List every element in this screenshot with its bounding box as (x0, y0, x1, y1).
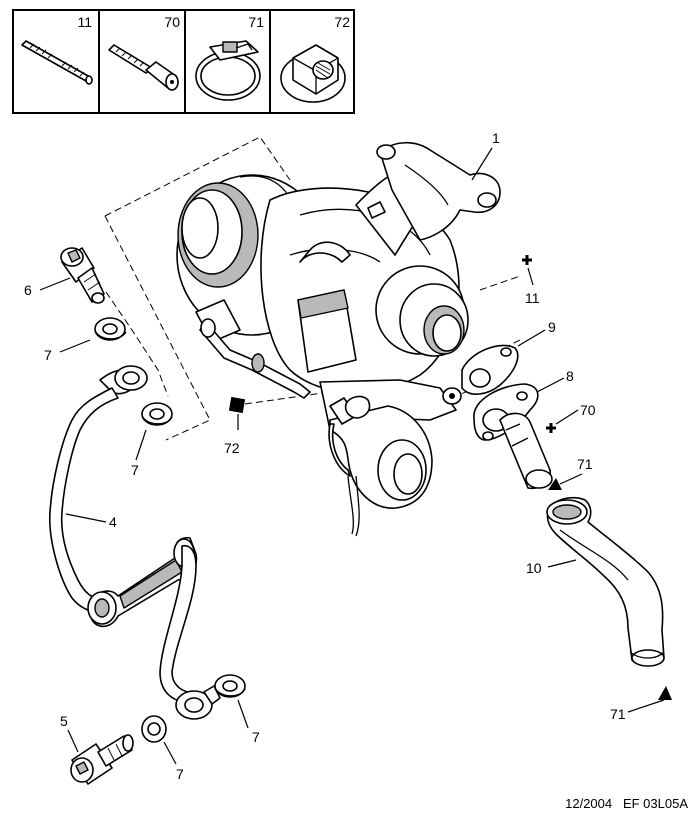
copper-washer-7b (141, 402, 173, 426)
callout-5: 5 (60, 713, 68, 729)
outlet-elbow-pipe (499, 412, 553, 490)
box-label-72: 72 (334, 14, 350, 30)
callout-7-top: 7 (44, 347, 52, 363)
oil-feed-pipe-4 (49, 365, 221, 720)
callout-6: 6 (24, 282, 32, 298)
banjo-bolt-5 (70, 734, 134, 785)
callout-7-right: 7 (252, 729, 260, 745)
socket-screw-icon (108, 44, 179, 91)
drawing-reference: 12/2004 EF 03L05A (565, 796, 688, 811)
banjo-bolt-6 (60, 247, 105, 304)
callout-72: 72 (224, 440, 240, 456)
assembly-symbols (228, 255, 672, 700)
callout-7-mid: 7 (131, 462, 139, 478)
callout-70: 70 (580, 402, 596, 418)
callout-71-top: 71 (577, 456, 593, 472)
turbocharger (176, 141, 501, 537)
box-label-70: 70 (164, 14, 180, 30)
callout-7-bottom: 7 (176, 766, 184, 782)
callout-8: 8 (566, 368, 574, 384)
stud-icon (21, 40, 93, 85)
flange-nut-icon (280, 44, 346, 103)
outlet-gasket-9 (461, 344, 519, 395)
callout-10: 10 (526, 560, 542, 576)
callout-1: 1 (492, 130, 500, 146)
copper-washer-7a (94, 317, 127, 341)
fastener-legend-boxes: 11 70 71 72 (12, 9, 355, 114)
box-label-71: 71 (248, 14, 264, 30)
callout-9: 9 (548, 319, 556, 335)
copper-washer-7c (214, 674, 246, 698)
hose-10 (546, 496, 665, 667)
callout-numbers: 1 11 9 8 70 71 10 71 6 7 7 72 4 5 7 7 (24, 130, 626, 782)
callout-11: 11 (525, 290, 540, 306)
callout-leaders (39, 147, 665, 765)
callout-71-bottom: 71 (610, 706, 626, 722)
callout-4: 4 (109, 514, 117, 530)
box-label-11: 11 (77, 14, 92, 30)
copper-washer-7d (141, 715, 167, 743)
hose-clamp-icon (195, 40, 261, 101)
